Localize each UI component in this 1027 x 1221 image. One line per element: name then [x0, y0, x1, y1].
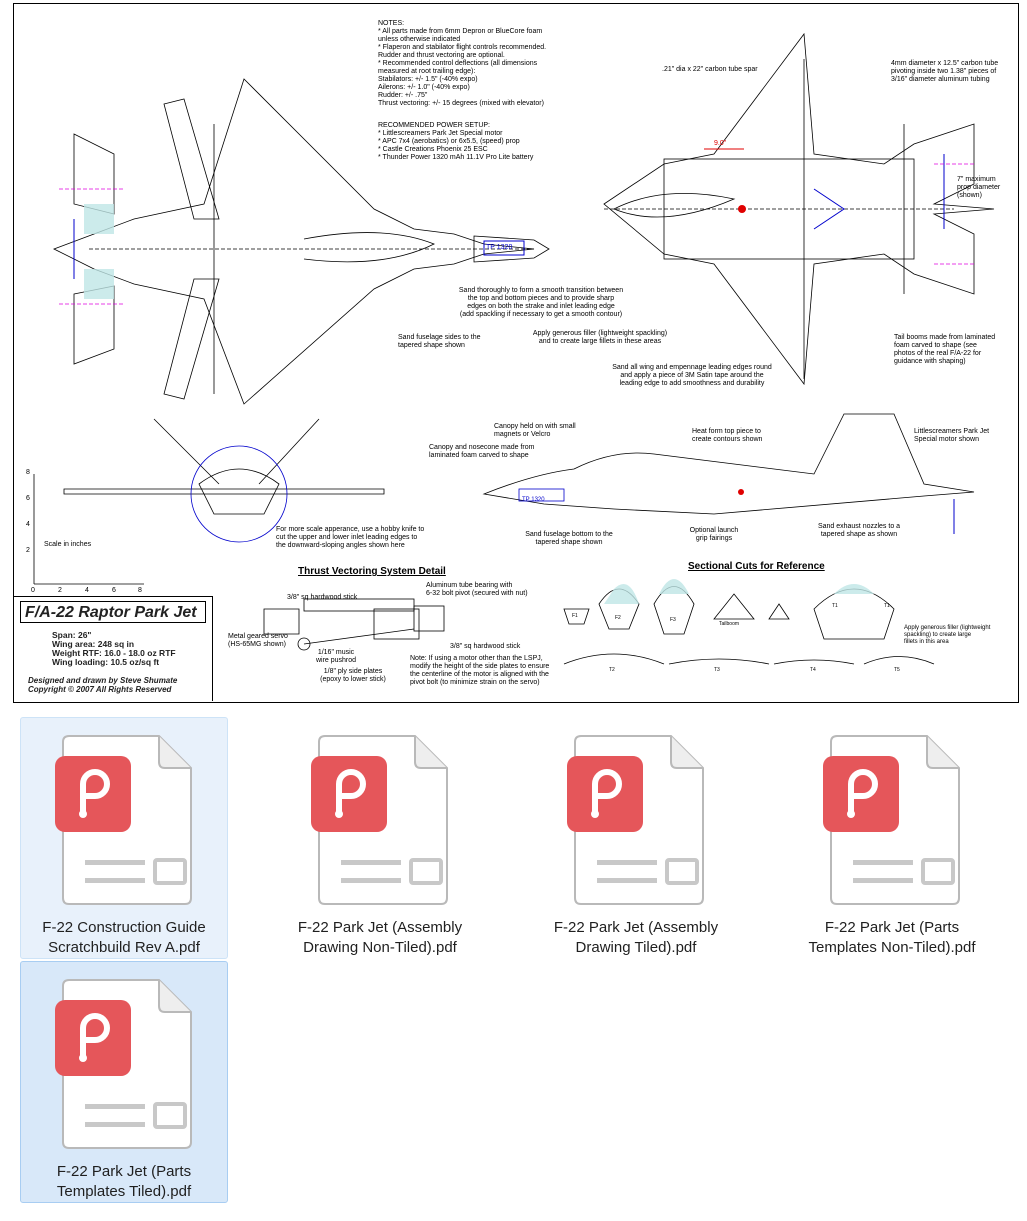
file-name: F-22 Park Jet (Parts Templates Non-Tiled…: [808, 919, 976, 956]
sectional-cuts-title: Sectional Cuts for Reference: [688, 561, 825, 572]
file-name: F-22 Construction Guide Scratchbuild Rev…: [42, 919, 206, 956]
dimension-9in: 9.0": [714, 140, 727, 147]
power-title: RECOMMENDED POWER SETUP:: [378, 122, 491, 129]
notes-body: * All parts made from 6mm Depron or Blue…: [378, 28, 547, 107]
tv-plates-note: 1/8" ply side plates (epoxy to lower sti…: [320, 668, 386, 683]
sand-bottom-note: Sand fuselage bottom to the tapered shap…: [525, 531, 613, 546]
launch-grip-note: Optional launch grip fairings: [689, 527, 739, 542]
prop-note: 7" maximum prop diameter (shown): [957, 176, 1001, 199]
power-body: * Littlescreamers Park Jet Special motor…: [378, 130, 534, 161]
credit-line: Designed and drawn by Steve Shumate Copy…: [28, 676, 178, 694]
tv-stick-note: 3/8" sq hardwood stick: [287, 594, 358, 601]
specifications: Span: 26" Wing area: 248 sq in Weight RT…: [52, 630, 176, 667]
sand-leading-edges-note: Sand all wing and empennage leading edge…: [612, 364, 772, 387]
file-name: F-22 Park Jet (Parts Templates Tiled).pd…: [56, 1163, 192, 1200]
scale-vtick-4: 4: [26, 521, 30, 528]
pdf-document-icon: [55, 735, 192, 905]
battery-label: TP 1320: [486, 244, 513, 251]
scale-vtick-8: 8: [26, 469, 30, 476]
scale-tick-4: 4: [85, 587, 89, 594]
scale-vtick-2: 2: [26, 547, 30, 554]
drawing-title: F/A-22 Raptor Park Jet: [20, 601, 206, 623]
file-tile[interactable]: F-22 Park Jet (Assembly Drawing Non-Tile…: [276, 717, 484, 959]
canopy-held-note: Canopy held on with small magnets or Vel…: [494, 423, 576, 438]
thrust-vectoring-title: Thrust Vectoring System Detail: [298, 566, 446, 577]
section-label-t1a: T1: [832, 603, 838, 609]
tv-pushrod-note: 1/16" music wire pushrod: [315, 649, 357, 664]
scale-tick-0: 0: [31, 587, 35, 594]
pdf-document-icon: [567, 735, 704, 905]
ls-motor-note: Littlescreamers Park Jet Special motor s…: [914, 428, 990, 443]
scale-tick-8: 8: [138, 587, 142, 594]
tv-motor-note: Note: If using a motor other than the LS…: [410, 655, 550, 686]
pdf-document-icon: [311, 735, 448, 905]
scale-appearance-note: For more scale apperance, use a hobby kn…: [276, 526, 425, 549]
rib-label-t2: T2: [609, 667, 615, 673]
tv-stick-note-2: 3/8" sq hardwood stick: [450, 643, 521, 650]
section-label-f3: F3: [670, 617, 676, 623]
scale-vtick-6: 6: [26, 495, 30, 502]
rib-label-t4: T4: [810, 667, 816, 673]
file-tile[interactable]: F-22 Park Jet (Assembly Drawing Tiled).p…: [532, 717, 740, 959]
heat-form-note: Heat form top piece to create contours s…: [692, 428, 763, 443]
blueprint-image: NOTES: * All parts made from 6mm Depron …: [13, 3, 1019, 703]
sand-transition-note: Sand thoroughly to form a smooth transit…: [458, 287, 624, 318]
tv-servo-note: Metal geared servo (HS-65MG shown): [228, 633, 288, 648]
file-tile[interactable]: F-22 Park Jet (Parts Templates Tiled).pd…: [20, 961, 228, 1203]
blueprint-drawing: [33, 32, 995, 665]
file-name: F-22 Park Jet (Assembly Drawing Tiled).p…: [553, 919, 719, 956]
battery-label-side: TP 1320: [522, 497, 545, 503]
notes-title: NOTES:: [378, 20, 405, 27]
scale-title: Scale in inches: [44, 541, 92, 548]
file-tile[interactable]: F-22 Park Jet (Parts Templates Non-Tiled…: [788, 717, 996, 959]
rib-label-t3: T3: [714, 667, 720, 673]
spar-note: .21" dia x 22" carbon tube spar: [662, 66, 758, 73]
section-label-f2: F2: [615, 615, 621, 621]
section-label-tailboom: Tailboom: [719, 621, 740, 627]
pdf-document-icon: [823, 735, 960, 905]
file-grid: F-22 Construction Guide Scratchbuild Rev…: [0, 714, 1027, 1221]
section-label-t1b: T1: [884, 603, 890, 609]
sand-sides-note: Sand fuselage sides to the tapered shape…: [398, 334, 481, 349]
filler-note: Apply generous filler (lightweight spack…: [532, 330, 668, 345]
tail-booms-note: Tail booms made from laminated foam carv…: [894, 334, 996, 365]
canopy-made-note: Canopy and nosecone made from laminated …: [429, 444, 535, 459]
pdf-document-icon: [55, 979, 192, 1149]
scale-tick-6: 6: [112, 587, 116, 594]
section-label-f1: F1: [572, 613, 578, 619]
rib-label-t5: T5: [894, 667, 900, 673]
tube-note: 4mm diameter x 12.5" carbon tube pivotin…: [891, 60, 999, 83]
file-name: F-22 Park Jet (Assembly Drawing Non-Tile…: [297, 919, 463, 956]
title-block: F/A-22 Raptor Park Jet Span: 26" Wing ar…: [14, 596, 213, 701]
file-tile[interactable]: F-22 Construction Guide Scratchbuild Rev…: [20, 717, 228, 959]
scale-tick-2: 2: [58, 587, 62, 594]
filler-small-note: Apply generous filler (lightweight spack…: [904, 625, 991, 645]
exhaust-note: Sand exhaust nozzles to a tapered shape …: [817, 523, 901, 538]
tv-aluminum-note: Aluminum tube bearing with 6-32 bolt piv…: [426, 582, 528, 597]
